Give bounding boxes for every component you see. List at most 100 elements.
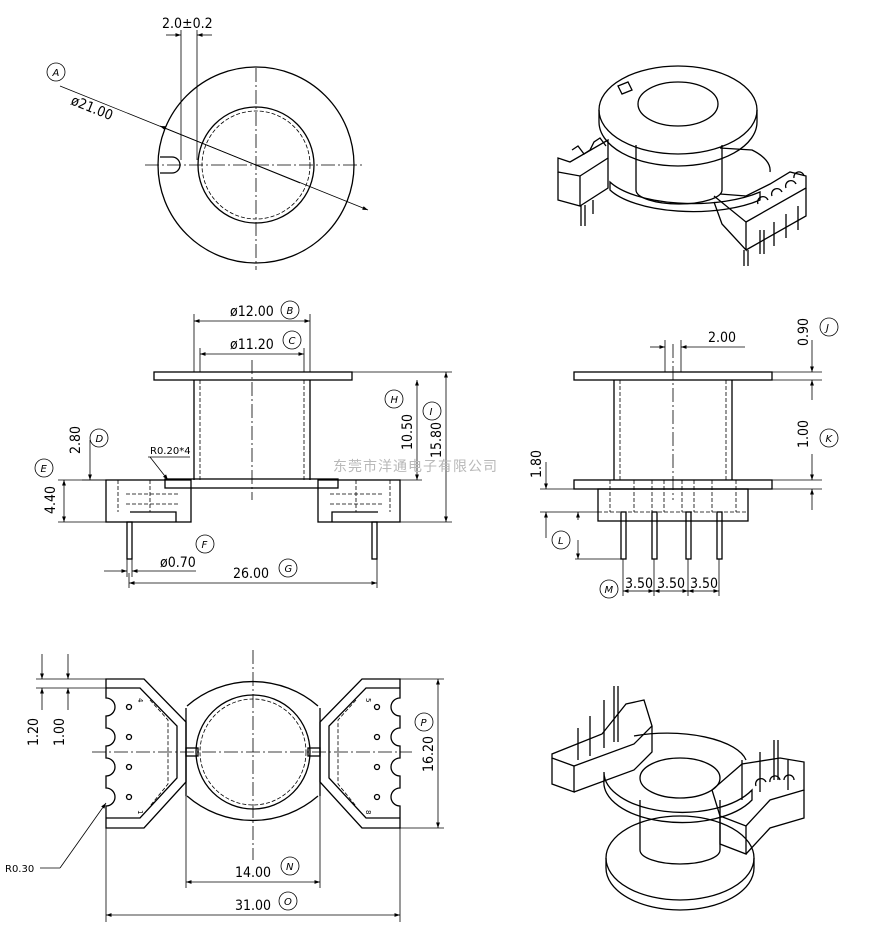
side-pin-block bbox=[597, 488, 749, 522]
callout-l: L bbox=[558, 536, 564, 547]
isometric-view-bottom bbox=[551, 686, 805, 911]
pin-label-1: 1 bbox=[136, 810, 144, 814]
front-view: ø12.00 B ø11.20 C 2.80 D 4.40 E R0.20*4 bbox=[34, 300, 452, 588]
iso-left-pin-bar-top bbox=[557, 138, 609, 177]
bottom-left-bracket bbox=[105, 678, 187, 829]
isometric-view-top bbox=[557, 65, 807, 266]
iso-right-notches bbox=[756, 171, 805, 205]
iso-left-pin-bar-front bbox=[557, 172, 581, 207]
callout-j: J bbox=[824, 323, 829, 334]
callout-b: B bbox=[287, 306, 294, 317]
callout-g: G bbox=[285, 564, 293, 575]
iso2-bottom-flange bbox=[605, 815, 755, 901]
front-left-block-hidden bbox=[117, 480, 178, 512]
dim-f: ø0.70 bbox=[160, 555, 196, 571]
callout-circle-e bbox=[34, 458, 54, 478]
callout-k: K bbox=[826, 434, 834, 445]
pitch-2: 3.50 bbox=[657, 576, 685, 592]
dim-o: 31.00 bbox=[235, 898, 271, 914]
iso-right-pin-bar-front bbox=[713, 195, 747, 252]
iso-left-pin-bar-side bbox=[579, 158, 609, 207]
callout-e: E bbox=[41, 464, 48, 475]
dim-e: 4.40 bbox=[43, 486, 59, 514]
callout-h: H bbox=[391, 395, 399, 406]
bottom-left-pin-4 bbox=[125, 703, 133, 711]
dim-100: 1.00 bbox=[52, 718, 68, 746]
iso2-top-flange bbox=[603, 771, 753, 824]
callout-circle-c bbox=[282, 330, 302, 350]
side-pin-1 bbox=[620, 511, 627, 560]
watermark: 东莞市洋通电子有限公司 bbox=[333, 458, 498, 475]
iso-top-slot bbox=[617, 81, 633, 95]
front-right-block bbox=[317, 479, 401, 523]
dim-top: 2.00 bbox=[708, 330, 736, 346]
bottom-right-bracket-inner bbox=[328, 687, 400, 819]
callout-circle-b bbox=[280, 300, 300, 320]
callout-a: A bbox=[52, 68, 60, 79]
callout-circle-o bbox=[278, 891, 298, 911]
pitch-3: 3.50 bbox=[690, 576, 718, 592]
iso2-top-flange-back bbox=[633, 732, 747, 761]
bottom-left-bracket-hidden bbox=[149, 699, 169, 807]
side-pin-block-hidden bbox=[598, 480, 748, 513]
bottom-right-pin-5 bbox=[373, 703, 381, 711]
bottom-flange-bottom-arc bbox=[186, 795, 319, 822]
pitch-1: 3.50 bbox=[625, 576, 653, 592]
callout-circle-h bbox=[384, 389, 404, 409]
dim-d: 2.80 bbox=[68, 426, 84, 454]
diameter-dimension: ø21.00 bbox=[69, 93, 116, 124]
bottom-view: 4 1 5 8 1.20 1.00 R0.30 16.20 P bbox=[5, 650, 444, 922]
callout-circle-d bbox=[89, 428, 109, 448]
callout-circle-g bbox=[278, 558, 298, 578]
dim-h: 10.50 bbox=[400, 414, 416, 450]
callout-circle-i bbox=[422, 401, 442, 421]
front-right-block-hidden bbox=[330, 480, 391, 512]
callout-f: F bbox=[202, 540, 208, 551]
bottom-left-pin-2 bbox=[125, 763, 133, 771]
iso2-tube-bottom bbox=[639, 849, 721, 865]
iso2-right-bracket-front bbox=[719, 816, 747, 855]
bottom-flange-top-arc bbox=[186, 680, 319, 707]
callout-c: C bbox=[289, 336, 296, 347]
iso2-bore bbox=[639, 757, 721, 799]
diameter-leader-back bbox=[159, 125, 301, 184]
bottom-left-bracket-inner bbox=[106, 687, 178, 819]
dim-p: 16.20 bbox=[421, 736, 437, 772]
dim-n: 14.00 bbox=[235, 865, 271, 881]
bottom-left-pin-3 bbox=[125, 733, 133, 741]
callout-circle-p bbox=[414, 712, 434, 732]
front-top-flange bbox=[153, 371, 353, 381]
slot-dimension: 2.0±0.2 bbox=[162, 16, 213, 32]
iso-bottom-flange-back bbox=[719, 147, 771, 173]
iso-bottom-flange bbox=[609, 180, 761, 213]
side-pin-2 bbox=[651, 511, 658, 560]
bottom-right-pin-8 bbox=[373, 793, 381, 801]
callout-circle-f bbox=[195, 534, 215, 554]
callout-n: N bbox=[286, 862, 294, 873]
iso-right-pin-bar-side bbox=[745, 188, 807, 251]
bottom-right-bracket bbox=[319, 678, 401, 829]
iso-left-notches bbox=[571, 137, 607, 155]
front-right-block-step bbox=[331, 511, 378, 522]
top-view: 2.0±0.2 ø21.00 A bbox=[46, 16, 369, 270]
dim-g: 26.00 bbox=[233, 566, 269, 582]
side-pin-3 bbox=[685, 511, 692, 560]
front-right-pin bbox=[371, 521, 378, 560]
front-bottom-flange bbox=[164, 478, 339, 489]
r030-leader bbox=[59, 802, 107, 869]
iso2-left-bracket-side bbox=[573, 726, 653, 793]
pin-label-8: 8 bbox=[364, 810, 372, 814]
callout-o: O bbox=[284, 897, 292, 908]
dim-120: 1.20 bbox=[26, 718, 42, 746]
callout-m: M bbox=[605, 585, 614, 596]
callout-circle-j bbox=[819, 317, 839, 337]
iso-top-bore bbox=[637, 81, 719, 127]
pin-label-5: 5 bbox=[364, 698, 372, 702]
callout-circle-l bbox=[551, 530, 571, 550]
front-left-pin bbox=[126, 521, 133, 560]
dim-i: 15.80 bbox=[429, 422, 445, 458]
iso-top-flange-edge bbox=[598, 110, 758, 167]
callout-circle-m bbox=[599, 579, 619, 599]
bottom-left-pin-1 bbox=[125, 793, 133, 801]
